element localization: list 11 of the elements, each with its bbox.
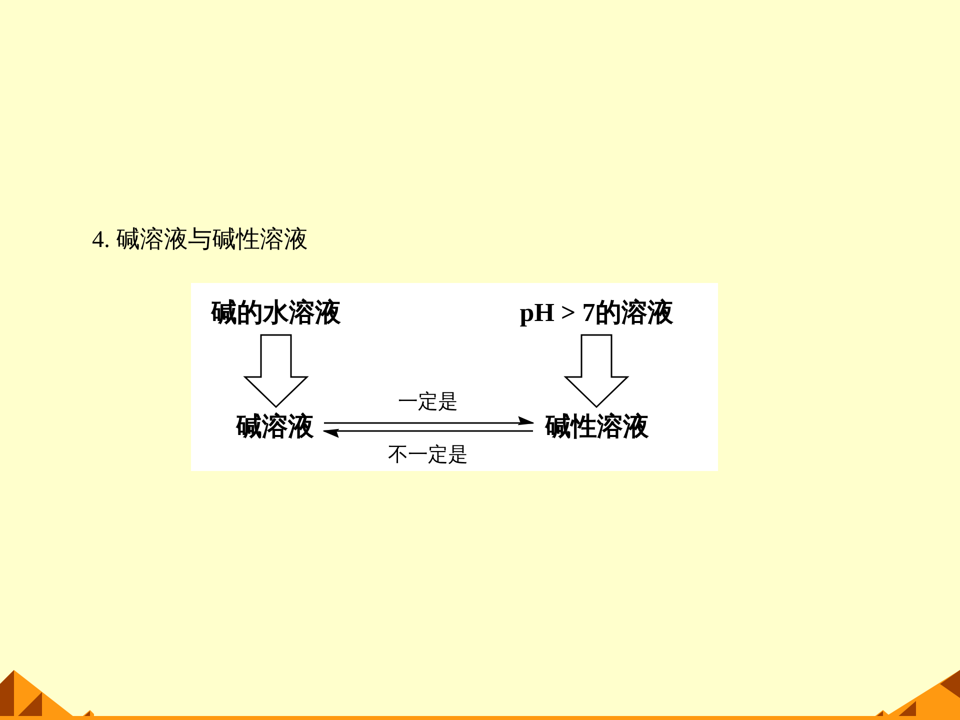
half-arrow [324,416,534,425]
node-label: 碱溶液 [227,409,323,445]
hollow-arrow [243,334,309,408]
edge-label: 不一定是 [388,445,468,465]
node-label: 碱性溶液 [534,409,660,445]
node-label: pH > 7的溶液 [509,295,684,331]
slide-title: 4. 碱溶液与碱性溶液 [92,226,308,255]
node-label: 碱的水溶液 [201,295,351,331]
half-arrow [324,429,533,438]
edge-label: 一定是 [398,392,458,412]
hollow-arrow [564,334,630,408]
